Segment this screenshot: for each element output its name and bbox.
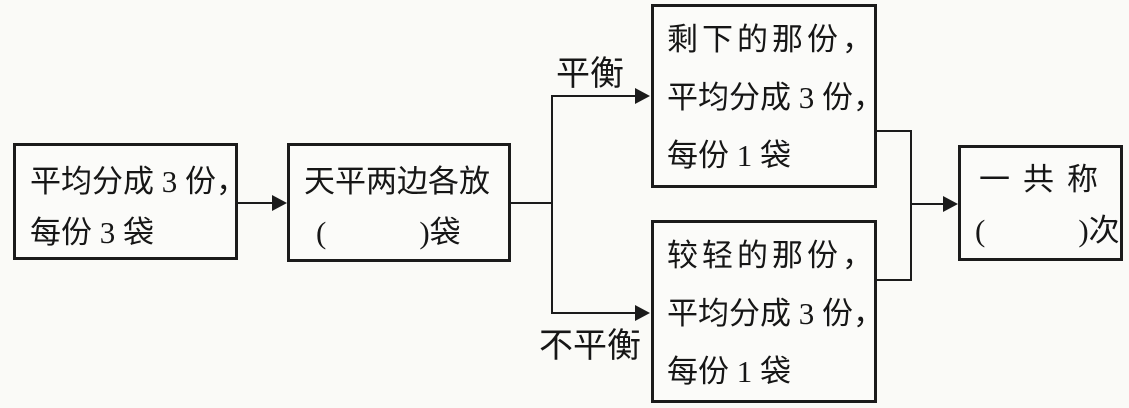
- arrow-right-icon: [635, 88, 650, 104]
- edge-balanced-line: [551, 95, 637, 97]
- node-step2-blank: ( )袋: [316, 215, 461, 250]
- node-step2-line1: 天平两边各放: [304, 164, 490, 199]
- node-unbalanced-line2: 平均分成 3 份，: [667, 296, 884, 331]
- node-step1-line2: 每份 3 袋: [30, 215, 154, 250]
- node-balanced-line3: 每份 1 袋: [667, 138, 791, 173]
- node-total-blank: ( )次: [975, 213, 1120, 248]
- node-step1: 平均分成 3 份， 每份 3 袋: [13, 143, 247, 260]
- arrow-right-icon: [272, 195, 287, 211]
- node-unbalanced-line3: 每份 1 袋: [667, 354, 791, 389]
- node-step2: 天平两边各放 ( )袋: [287, 143, 511, 262]
- edge-unbalanced-line: [551, 312, 637, 314]
- node-balanced-branch: 剩下的那份， 平均分成 3 份， 每份 1 袋: [651, 4, 884, 188]
- node-step1-line1: 平均分成 3 份，: [30, 164, 247, 199]
- edge-label-unbalanced: 不平衡: [539, 328, 641, 365]
- split-stem-line: [509, 202, 553, 204]
- edge-step1-step2-line: [236, 202, 276, 204]
- edge-label-balanced: 平衡: [556, 56, 624, 93]
- node-unbalanced-branch: 较轻的那份， 平均分成 3 份， 每份 1 袋: [651, 220, 884, 403]
- edge-total-line: [910, 203, 946, 205]
- merge-top-line: [874, 130, 912, 132]
- node-unbalanced-line1: 较轻的那份，: [667, 238, 877, 273]
- split-vertical-line: [551, 95, 553, 314]
- arrow-right-icon: [943, 196, 958, 212]
- node-balanced-line2: 平均分成 3 份，: [667, 80, 884, 115]
- merge-vertical-line: [910, 130, 912, 281]
- node-total: 一共称 ( )次: [958, 145, 1123, 261]
- node-balanced-line1: 剩下的那份，: [667, 22, 877, 57]
- arrow-right-icon: [635, 305, 650, 321]
- node-total-line1: 一共称: [979, 162, 1111, 197]
- merge-bottom-line: [874, 279, 912, 281]
